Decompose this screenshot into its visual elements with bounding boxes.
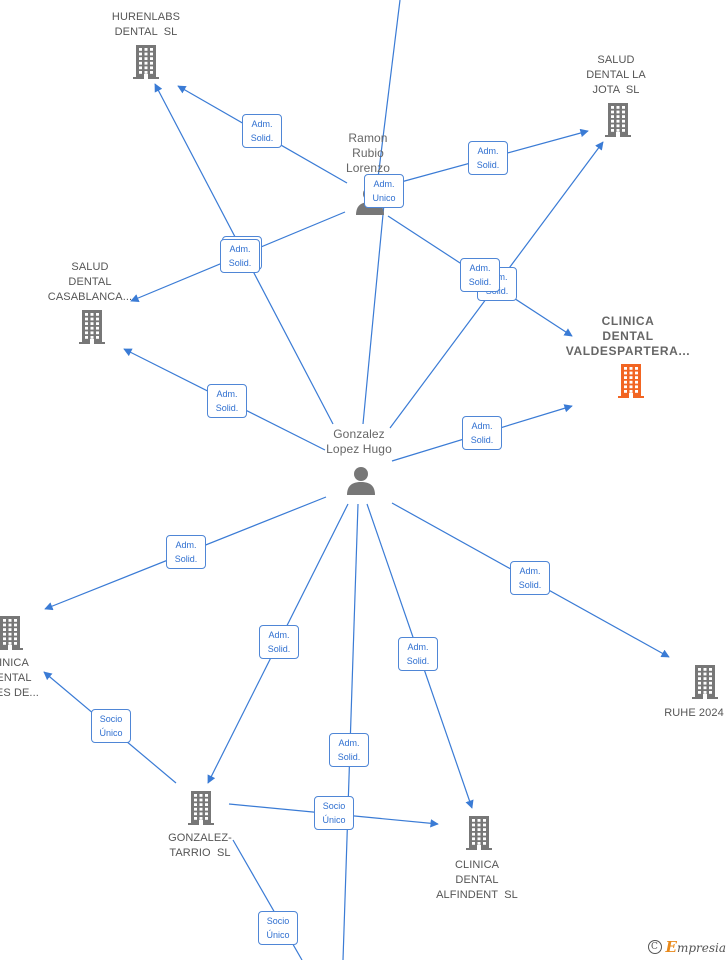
node-label-line: Rubio: [352, 146, 384, 160]
edge-badge-text: Solid.: [468, 277, 492, 287]
edge-badge-gonzalez-clinica-left[interactable]: Adm. Solid.: [166, 535, 206, 569]
edge-badge-gonzalez-down[interactable]: Adm. Solid.: [329, 733, 369, 767]
edge-badge-text: Adm.: [477, 146, 499, 156]
edge-badge-text: Adm.: [216, 389, 238, 399]
node-label-line: Lorenzo: [345, 161, 391, 175]
edge-gonzalez-up: [362, 182, 387, 425]
node-label-salud-casablanca[interactable]: SALUD DENTAL CASABLANCA...: [48, 260, 132, 305]
edge-badge-text: Adm.: [268, 630, 290, 640]
node-label-line: HURENLABS: [111, 11, 181, 23]
edge-badge-gonzalez-valdespartera[interactable]: Adm. Solid.: [462, 416, 502, 450]
node-label-line: CASABLANCA...: [47, 291, 133, 303]
edge-badge-text: Socio: [322, 801, 346, 811]
node-label-line: CLINICA: [454, 859, 500, 871]
edge-badge-ramon-jota[interactable]: Adm. Solid.: [468, 141, 508, 175]
node-label-line: GONZALEZ-: [168, 832, 232, 844]
building-icon-ruhe[interactable]: [692, 665, 718, 704]
edge-badge-text: Solid.: [215, 403, 239, 413]
node-label-line: TARRIO SL: [169, 847, 231, 859]
node-label-gonzalez-tarrio[interactable]: GONZALEZ- TARRIO SL: [168, 831, 232, 861]
edge-badge-text: Adm.: [175, 540, 197, 550]
edge-badge-gonzalez-hurenlabs[interactable]: Adm. Solid.: [220, 239, 260, 273]
building-icon-hurenlabs[interactable]: [133, 45, 159, 84]
node-label-line: JOTA SL: [592, 84, 640, 96]
edge-badge-text: Único: [266, 930, 290, 940]
edge-badge-text: Solid.: [337, 752, 361, 762]
edge-badge-text: Solid.: [470, 435, 494, 445]
edge-badge-text: Adm.: [469, 263, 491, 273]
edge-badge-text: Adm.: [251, 119, 273, 129]
node-label-line: VALDESPARTERA...: [565, 344, 691, 358]
person-icon-gonzalez[interactable]: [346, 465, 376, 500]
node-label-line: CLINICA: [601, 314, 655, 328]
edge-badge-text: Adm.: [373, 179, 395, 189]
edge-badge-text: Único: [322, 815, 346, 825]
building-icon-salud-casablanca[interactable]: [79, 310, 105, 349]
node-label-line: SALUD: [597, 54, 635, 66]
node-label-line: DENTAL: [68, 276, 112, 288]
node-label-line: SALUD: [71, 261, 109, 273]
edge-badge-text: Unico: [372, 193, 396, 203]
node-label-line: INICA: [0, 657, 29, 669]
edge-badge-text: Adm.: [519, 566, 541, 576]
edge-badge-text: Solid.: [250, 133, 274, 143]
edge-badge-text: Adm.: [229, 244, 251, 254]
edge-badge-ramon-hurenlabs[interactable]: Adm. Solid.: [242, 114, 282, 148]
edge-badge-text: Adm.: [407, 642, 429, 652]
edge-ramon-up: [377, 0, 401, 179]
edge-badge-ramon-up[interactable]: Adm. Unico: [364, 174, 404, 208]
empresia-logo-initial: E: [665, 938, 677, 956]
building-icon-clinica-valdespartera[interactable]: [618, 364, 644, 403]
edge-badge-text: Solid.: [228, 258, 252, 268]
edge-badge-gonzalez-casablanca[interactable]: Adm. Solid.: [207, 384, 247, 418]
node-label-line: TES DE...: [0, 687, 39, 699]
edge-badge-text: Adm.: [471, 421, 493, 431]
node-label-line: ENTAL: [0, 672, 32, 684]
edge-badge-gonzalez-ruhe[interactable]: Adm. Solid.: [510, 561, 550, 595]
edge-badge-text: Solid.: [267, 644, 291, 654]
node-label-line: RUHE 2024: [664, 707, 724, 719]
edge-badge-gonzalez-tarrio[interactable]: Adm. Solid.: [259, 625, 299, 659]
node-label-clinica-alfindent[interactable]: CLINICA DENTAL ALFINDENT SL: [436, 858, 518, 903]
node-label-line: DENTAL: [602, 329, 654, 343]
building-icon-clinica-alfindent[interactable]: [466, 816, 492, 855]
node-label-ruhe[interactable]: RUHE 2024: [664, 706, 724, 721]
edge-badge-text: Adm.: [338, 738, 360, 748]
node-label-line: ALFINDENT SL: [436, 889, 518, 901]
edge-badge-text: Socio: [266, 916, 290, 926]
building-icon-clinica-left[interactable]: [0, 616, 23, 655]
node-label-hurenlabs[interactable]: HURENLABS DENTAL SL: [112, 10, 180, 40]
edge-badge-gonzalez-jota[interactable]: Adm. Solid.: [460, 258, 500, 292]
edge-badge-text: Solid.: [518, 580, 542, 590]
node-label-salud-la-jota[interactable]: SALUD DENTAL LA JOTA SL: [586, 53, 646, 98]
building-icon-salud-la-jota[interactable]: [605, 103, 631, 142]
node-label-line: Lopez Hugo: [326, 442, 392, 456]
edge-badge-text: Socio: [99, 714, 123, 724]
node-label-line: Ramon: [348, 131, 388, 145]
edge-badge-gonzalez-alfindent[interactable]: Adm. Solid.: [398, 637, 438, 671]
node-label-line: DENTAL SL: [114, 26, 178, 38]
building-icon-gonzalez-tarrio[interactable]: [188, 791, 214, 830]
empresia-watermark: C Empresia: [647, 938, 726, 956]
node-label-line: Gonzalez: [333, 427, 385, 441]
empresia-logo-text: mpresia: [676, 941, 726, 955]
edge-gonzalez-down: [342, 503, 359, 960]
edge-badge-text: Único: [99, 728, 123, 738]
node-label-line: DENTAL LA: [586, 69, 646, 81]
node-label-line: DENTAL: [455, 874, 499, 886]
edge-badge-text: Solid.: [476, 160, 500, 170]
edge-badge-text: Solid.: [406, 656, 430, 666]
copyright-icon: C: [647, 940, 662, 954]
edge-badge-text: Solid.: [174, 554, 198, 564]
node-label-clinica-left[interactable]: INICA ENTAL TES DE...: [0, 656, 39, 701]
